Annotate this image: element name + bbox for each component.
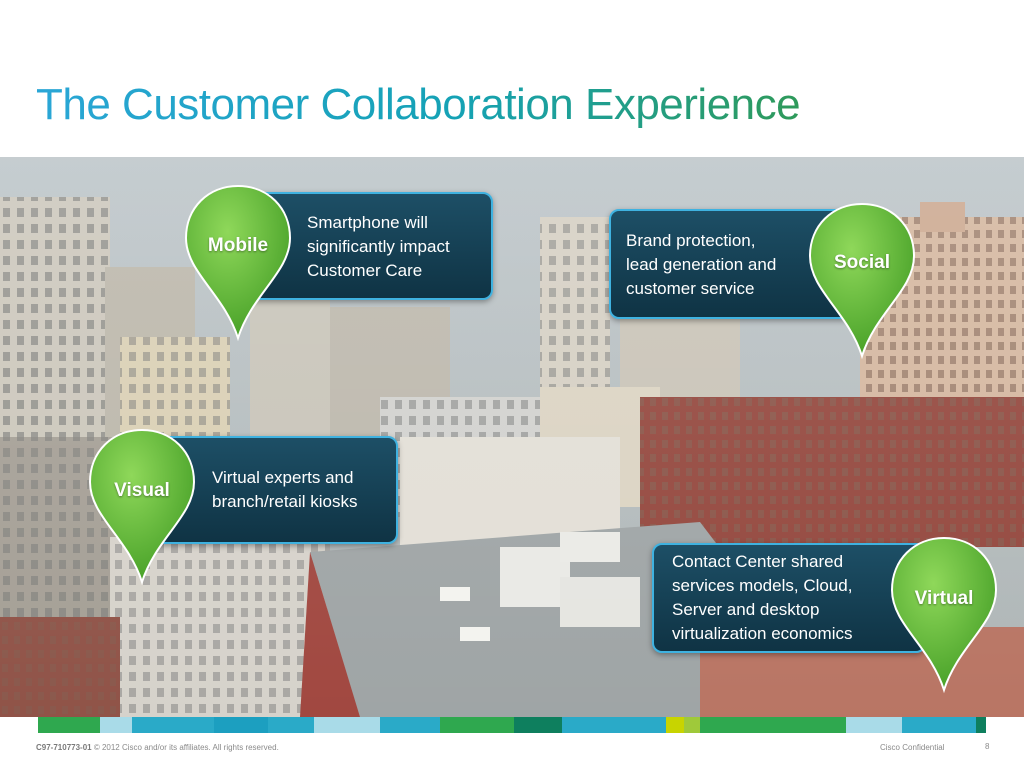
strip-segment [38, 717, 100, 733]
strip-segment [314, 717, 380, 733]
strip-segment [976, 717, 986, 733]
pin-label-social: Social [834, 252, 890, 273]
callout-virtual: Contact Center shared services models, C… [652, 543, 926, 653]
map-pin-icon [808, 202, 916, 360]
strip-segment [780, 717, 846, 733]
slide-title: The Customer Collaboration Experience [36, 80, 801, 129]
strip-segment [100, 717, 132, 733]
footer-classification: Cisco Confidential [880, 743, 945, 752]
callout-visual-text: Virtual experts and branch/retail kiosks [212, 468, 358, 511]
strip-segment [132, 717, 214, 733]
strip-segment [700, 717, 780, 733]
pin-label-visual: Visual [114, 480, 170, 501]
pin-label-mobile: Mobile [207, 235, 269, 256]
map-pin-icon [88, 428, 196, 586]
footer-copyright: C97-710773-01 © 2012 Cisco and/or its af… [36, 743, 279, 752]
footer-doc-id: C97-710773-01 [36, 743, 92, 752]
strip-segment [846, 717, 902, 733]
footer-copyright-text: © 2012 Cisco and/or its affiliates. All … [93, 743, 279, 752]
pin-virtual: Virtual [886, 534, 1002, 694]
map-pin-icon [184, 184, 292, 342]
strip-segment [380, 717, 440, 733]
callout-mobile-text: Smartphone will significantly impact Cus… [307, 213, 450, 280]
strip-segment [268, 717, 314, 733]
callout-virtual-text: Contact Center shared services models, C… [672, 552, 853, 643]
strip-segment [562, 717, 666, 733]
strip-segment [666, 717, 684, 733]
page-number: 8 [985, 742, 990, 751]
strip-segment [902, 717, 976, 733]
pin-visual: Visual [84, 426, 200, 586]
pin-label-virtual: Virtual [914, 588, 974, 609]
strip-segment [440, 717, 474, 733]
pin-social: Social [804, 200, 920, 360]
strip-segment [684, 717, 700, 733]
callout-social-text: Brand protection, lead generation and cu… [626, 231, 777, 298]
pin-mobile: Mobile [180, 182, 296, 342]
strip-segment [474, 717, 514, 733]
map-pin-icon [890, 536, 998, 694]
strip-segment [514, 717, 562, 733]
strip-segment [214, 717, 268, 733]
